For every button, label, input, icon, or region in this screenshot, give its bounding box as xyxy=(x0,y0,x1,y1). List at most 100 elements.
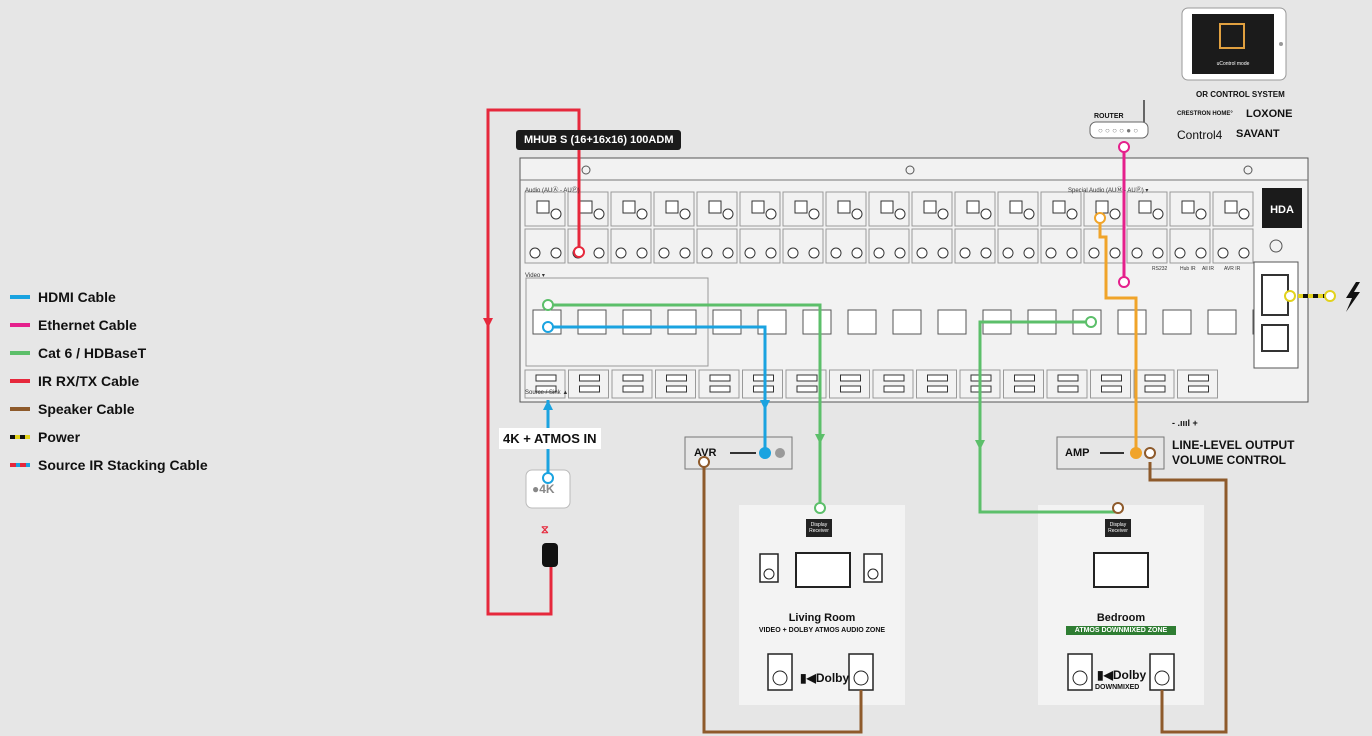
hdmi-port xyxy=(829,369,870,399)
rj45-port xyxy=(892,309,922,335)
dolby-icon: ▮◀ xyxy=(1097,668,1113,682)
audio-port xyxy=(868,191,910,227)
arrows xyxy=(483,318,985,450)
speaker-bed-left xyxy=(1067,653,1093,691)
legend-swatch xyxy=(10,379,30,383)
brand-crestron: CRESTRON HOME° xyxy=(1177,111,1233,117)
legend-swatch xyxy=(10,463,30,467)
volume-symbol: - .ıııl + xyxy=(1172,418,1198,428)
display-receiver-living xyxy=(806,519,832,537)
display-receiver-label-living: Display Receiver xyxy=(809,522,829,534)
rj45-port xyxy=(802,309,832,335)
hub-chassis xyxy=(519,157,1309,403)
legend-label: Speaker Cable xyxy=(38,401,135,417)
rj45-port xyxy=(712,309,742,335)
downmixed-label: DOWNMIXED xyxy=(1095,684,1140,691)
app-caption: uControl mode xyxy=(1217,61,1250,67)
legend-item: HDMI Cable xyxy=(10,283,208,311)
audio-port xyxy=(954,191,996,227)
legend-item: Speaker Cable xyxy=(10,395,208,423)
legend-swatch xyxy=(10,295,30,299)
line-level-label: LINE-LEVEL OUTPUT xyxy=(1172,438,1295,452)
speaker-front-left xyxy=(759,553,779,583)
audio-port xyxy=(1126,191,1168,227)
special-audio-label: Special Audio (AUⓂ - AUⓅ) ▾ xyxy=(1068,188,1149,194)
rj45-port xyxy=(847,309,877,335)
avr-box xyxy=(684,436,793,470)
audio-port xyxy=(739,191,781,227)
audio-port xyxy=(653,191,695,227)
hdmi-port xyxy=(1046,369,1088,399)
hdmi-port xyxy=(742,369,783,399)
svg-text:HDA: HDA xyxy=(1270,204,1294,216)
hdmi-port xyxy=(611,369,653,399)
hdmi-port xyxy=(568,369,609,399)
audio-port xyxy=(782,191,824,227)
audio-port xyxy=(1212,191,1254,227)
dolby-logo-living: ▮◀Dolby xyxy=(800,671,850,685)
lightning-icon xyxy=(1346,282,1360,312)
hdmi-port xyxy=(1003,369,1044,399)
hdmi-port xyxy=(698,369,740,399)
legend-label: Power xyxy=(38,429,81,445)
legend-item: Power xyxy=(10,423,208,451)
legend-label: Ethernet Cable xyxy=(38,317,137,333)
svg-text:○ ○ ○ ○ ● ○: ○ ○ ○ ○ ● ○ xyxy=(1098,126,1138,135)
living-room-name: Living Room xyxy=(788,612,856,624)
legend-swatch xyxy=(10,323,30,327)
living-room-panel xyxy=(739,505,905,705)
audio-port xyxy=(997,191,1039,227)
rj45-port xyxy=(622,309,652,335)
rj45-port xyxy=(757,309,787,335)
legend-swatch xyxy=(10,407,30,411)
rj45-port xyxy=(667,309,697,335)
living-room-subtitle: VIDEO + DOLBY ATMOS AUDIO ZONE xyxy=(758,627,886,634)
source-section-label: Source / Sink ▲ xyxy=(525,390,569,396)
connector-dots xyxy=(542,141,1336,514)
all-ir-label: All IR xyxy=(1202,266,1214,272)
legend-item: Cat 6 / HDBaseT xyxy=(10,339,208,367)
bedroom-panel xyxy=(1038,505,1204,705)
router-label: ROUTER xyxy=(1094,113,1124,120)
device-model-badge: MHUB S (16+16x16) 100ADM xyxy=(516,130,682,150)
rj45-port xyxy=(937,309,967,335)
rj45-port xyxy=(1162,309,1192,335)
audio-port xyxy=(610,191,652,227)
rs232-label: RS232 xyxy=(1152,266,1168,272)
audio-port xyxy=(1169,191,1211,227)
audio-port xyxy=(911,191,953,227)
apple-tv-label: ●4K xyxy=(532,482,555,496)
router xyxy=(1089,121,1149,139)
brand-savant: SAVANT xyxy=(1236,128,1280,140)
hdmi-port xyxy=(1090,369,1131,399)
legend-label: Cat 6 / HDBaseT xyxy=(38,345,147,361)
hdmi-port xyxy=(872,369,914,399)
audio-port xyxy=(524,191,566,227)
avr-ir-label: AVR IR xyxy=(1224,266,1241,272)
legend-label: Source IR Stacking Cable xyxy=(38,457,208,473)
bedroom-subtitle: ATMOS DOWNMIXED ZONE xyxy=(1066,626,1176,635)
speaker-front-right xyxy=(863,553,883,583)
rj45-port xyxy=(577,309,607,335)
hdmi-port xyxy=(1177,369,1218,399)
tv-living xyxy=(795,552,851,588)
display-receiver-bedroom xyxy=(1105,519,1131,537)
legend-label: IR RX/TX Cable xyxy=(38,373,140,389)
ir-signal-icon: ⧖ xyxy=(541,524,549,536)
legend-item: Ethernet Cable xyxy=(10,311,208,339)
legend-swatch xyxy=(10,351,30,355)
audio-port xyxy=(1040,191,1082,227)
hda-logo xyxy=(1262,188,1302,228)
hdmi-port xyxy=(655,369,696,399)
legend-swatch xyxy=(10,435,30,439)
legend-item: IR RX/TX Cable xyxy=(10,367,208,395)
bedroom-name: Bedroom xyxy=(1096,612,1146,624)
hdmi-port xyxy=(785,369,827,399)
hdmi-port xyxy=(916,369,957,399)
audio-port xyxy=(825,191,867,227)
video-section-label: Video ▾ xyxy=(525,273,545,279)
control-header: OR CONTROL SYSTEM xyxy=(1196,90,1285,99)
apple-icon: ● xyxy=(532,482,540,496)
